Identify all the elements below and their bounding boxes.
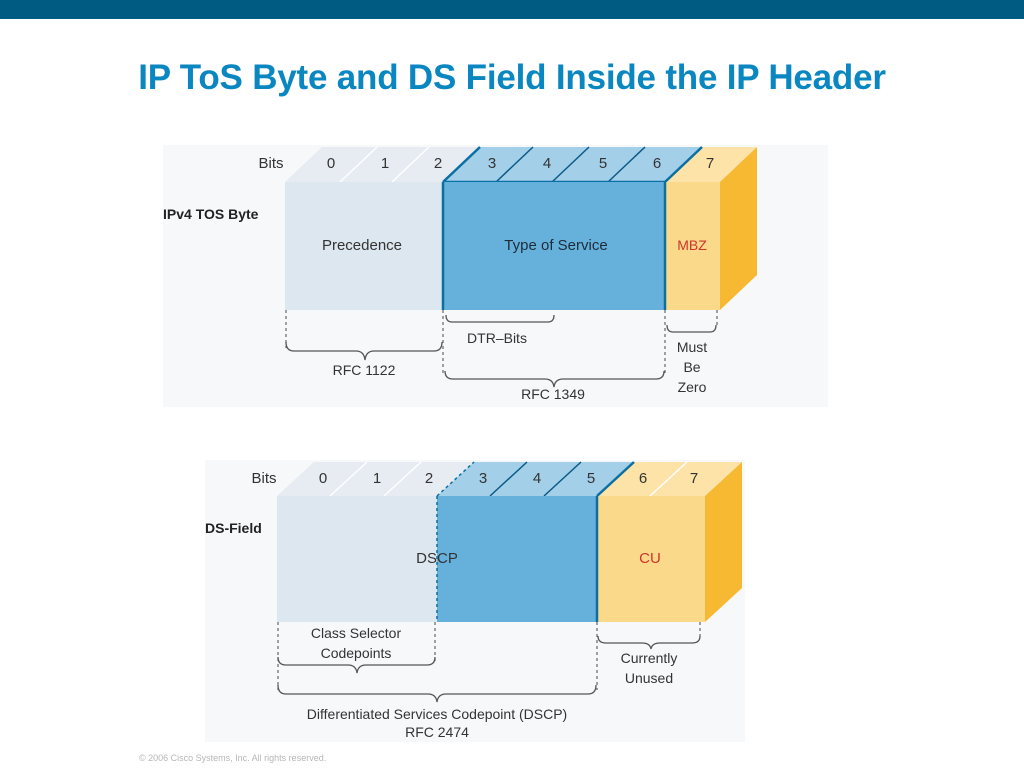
cu-label: CU bbox=[639, 550, 661, 567]
ds-bit-3: 3 bbox=[479, 470, 487, 487]
tos-top-dividers bbox=[339, 146, 646, 183]
ds-bit-1: 1 bbox=[373, 470, 381, 487]
type-of-service-box bbox=[443, 182, 665, 310]
ds-bit-7: 7 bbox=[690, 470, 698, 487]
type-of-service-label: Type of Service bbox=[504, 237, 607, 254]
tos-bit-2: 2 bbox=[434, 155, 442, 172]
cu-box bbox=[597, 496, 705, 622]
tos-bit-3: 3 bbox=[488, 155, 496, 172]
cu-side-face bbox=[705, 462, 742, 622]
dscp-label: DSCP bbox=[416, 550, 458, 567]
ds-bits-label: Bits bbox=[251, 470, 276, 487]
mbz-label: MBZ bbox=[677, 237, 707, 253]
dscp-blue-box bbox=[437, 496, 597, 622]
currently-label: Currently bbox=[621, 650, 678, 666]
tos-braces bbox=[285, 314, 717, 388]
tos-bit-5: 5 bbox=[599, 155, 607, 172]
dscp-light-box bbox=[277, 496, 437, 622]
tos-bit-6: 6 bbox=[653, 155, 661, 172]
dscp-blue-top-face bbox=[437, 462, 634, 496]
dtr-bits-label: DTR–Bits bbox=[467, 330, 527, 346]
tos-top-face bbox=[443, 147, 702, 182]
tos-bit-7: 7 bbox=[706, 155, 714, 172]
tos-dashed-guides bbox=[285, 310, 718, 376]
mbz-box bbox=[665, 182, 720, 310]
ds-bit-5: 5 bbox=[587, 470, 595, 487]
class-selector-line2: Codepoints bbox=[321, 645, 392, 661]
rfc-2474-label: RFC 2474 bbox=[405, 724, 469, 740]
class-selector-line1: Class Selector bbox=[311, 625, 402, 641]
mbz-side-face bbox=[720, 147, 757, 310]
ipv4-tos-byte-label: IPv4 TOS Byte bbox=[163, 206, 259, 222]
ds-field-label: DS-Field bbox=[205, 520, 262, 536]
ds-bit-2: 2 bbox=[425, 470, 433, 487]
dscp-full-label: Differentiated Services Codepoint (DSCP) bbox=[307, 706, 567, 722]
tos-bit-0: 0 bbox=[327, 155, 335, 172]
unused-label: Unused bbox=[625, 670, 673, 686]
copyright-footer: © 2006 Cisco Systems, Inc. All rights re… bbox=[139, 753, 327, 763]
precedence-top-face bbox=[285, 147, 480, 182]
slide-title: IP ToS Byte and DS Field Inside the IP H… bbox=[138, 58, 886, 97]
ds-field-diagram: Bits 0 1 2 3 4 5 6 7 DS-Field DSCP CU Cl… bbox=[205, 461, 742, 740]
precedence-box bbox=[285, 182, 443, 310]
precedence-label: Precedence bbox=[322, 237, 402, 254]
ds-top-dividers bbox=[329, 461, 688, 497]
rfc-1122-label: RFC 1122 bbox=[333, 362, 396, 378]
ds-bit-6: 6 bbox=[639, 470, 647, 487]
rfc-1349-label: RFC 1349 bbox=[521, 386, 585, 402]
tos-bits-label: Bits bbox=[258, 155, 283, 172]
ds-dashed-guides bbox=[277, 622, 701, 690]
tos-bit-4: 4 bbox=[543, 155, 551, 172]
zero-label: Zero bbox=[678, 379, 707, 395]
tos-byte-diagram: Bits 0 1 2 3 4 5 6 7 IPv4 TOS Byte Prece… bbox=[163, 146, 757, 402]
top-bar bbox=[0, 0, 1024, 19]
dscp-light-top-face bbox=[277, 462, 474, 496]
must-label: Must bbox=[677, 339, 707, 355]
mbz-top-face bbox=[665, 147, 757, 182]
ds-bit-4: 4 bbox=[533, 470, 541, 487]
ds-bit-0: 0 bbox=[319, 470, 327, 487]
tos-bit-1: 1 bbox=[381, 155, 389, 172]
be-label: Be bbox=[683, 359, 700, 375]
ds-braces bbox=[277, 635, 701, 703]
